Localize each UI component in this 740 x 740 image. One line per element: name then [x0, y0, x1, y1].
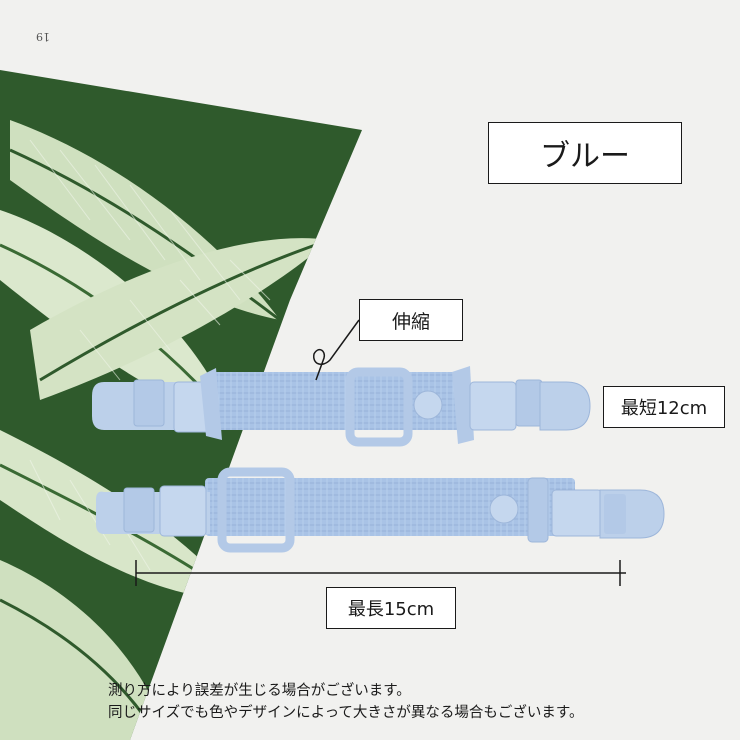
leaf-3: [30, 238, 331, 400]
caption-line-1: 測り方により誤差が生じる場合がございます。: [108, 683, 411, 699]
max-length-label: 最長15cm: [326, 587, 456, 629]
stretch-label: 伸縮: [359, 299, 463, 341]
stretch-pointer-line: [313, 319, 360, 381]
min-length-label-text: 最短12cm: [620, 398, 708, 419]
page-number: 19: [36, 30, 50, 43]
caption-line-2: 同じサイズでも色やデザインによって大きさが異なる場合もございます。: [108, 705, 584, 721]
max-length-label-text: 最長15cm: [347, 599, 435, 620]
stretch-label-text: 伸縮: [391, 310, 430, 333]
strap-long: [96, 467, 665, 553]
length-measure-line: [135, 560, 626, 586]
strap-short: [92, 366, 591, 447]
color-label-text: ブルー: [540, 139, 630, 174]
color-label: ブルー: [488, 122, 682, 184]
caption: 測り方により誤差が生じる場合がございます。 同じサイズでも色やデザインによって大…: [108, 680, 728, 724]
min-length-label: 最短12cm: [603, 386, 725, 428]
